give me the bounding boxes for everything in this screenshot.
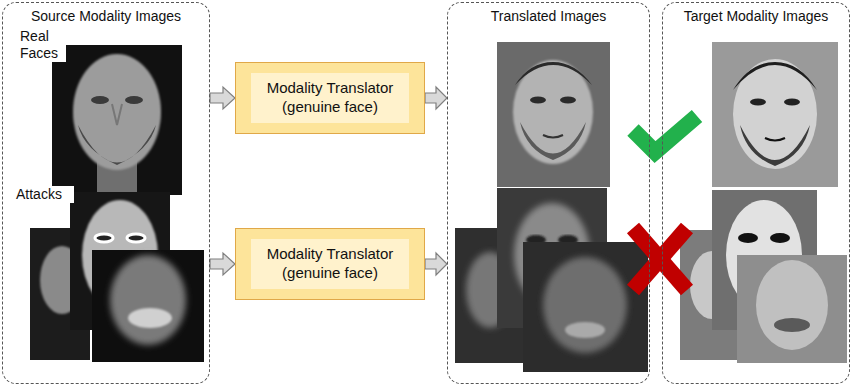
translated-face-image (497, 42, 610, 187)
translated-attack-images (455, 188, 648, 372)
block-arrow (210, 87, 235, 109)
thermal-attack-images (30, 192, 204, 362)
target-attack-images (680, 190, 847, 363)
translator-box: Modality Translator (genuine face) (235, 62, 425, 134)
translator-label: Modality Translator (genuine face) (251, 239, 409, 289)
thermal-face-image (52, 45, 182, 195)
row-label: Real Faces (18, 28, 66, 62)
panel-heading: Translated Images (448, 3, 649, 25)
block-arrow (425, 87, 447, 109)
translator-box: Modality Translator (genuine face) (235, 228, 425, 300)
check-mark (633, 116, 697, 152)
panel-heading: Target Modality Images (663, 3, 849, 25)
translator-label: Modality Translator (genuine face) (251, 73, 409, 123)
panel-heading: Source Modality Images (3, 3, 209, 25)
image-panel: Translated Images (447, 2, 650, 384)
row-label: Attacks (14, 186, 74, 203)
block-arrow (210, 253, 235, 275)
block-arrow (425, 253, 447, 275)
cross-mark (633, 228, 687, 290)
target-face-image (712, 42, 838, 187)
image-panel: Target Modality Images (662, 2, 850, 384)
